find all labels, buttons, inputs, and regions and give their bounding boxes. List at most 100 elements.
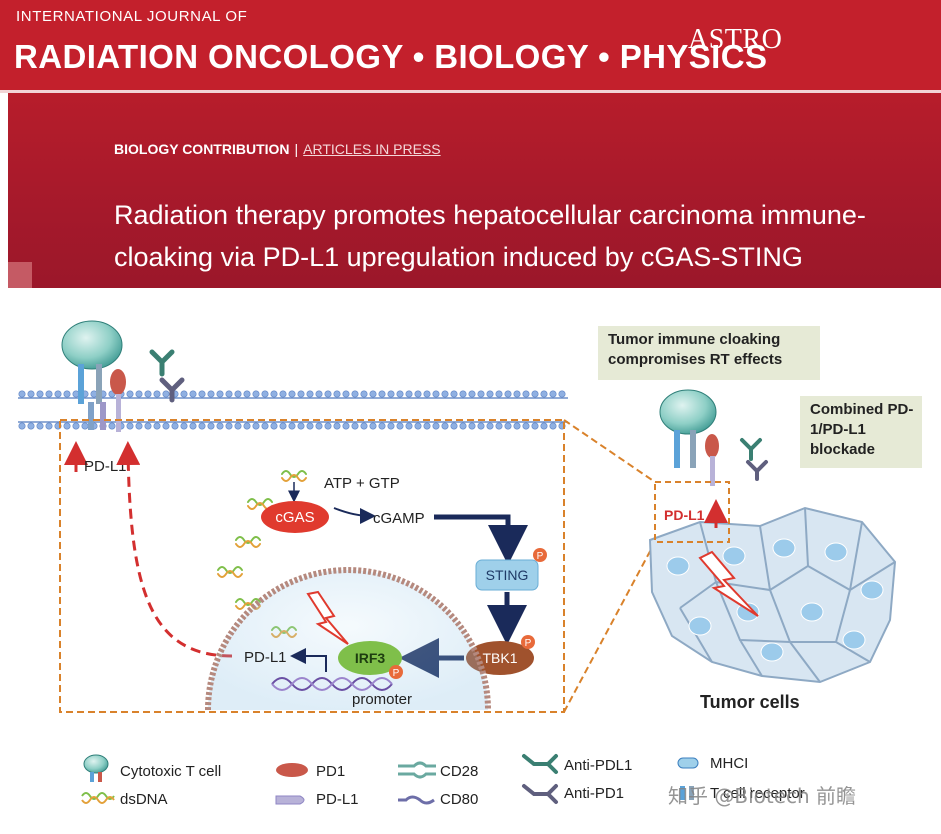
cd80-icon [398, 795, 435, 805]
lipid-head [495, 390, 503, 398]
articles-in-press-link[interactable]: ARTICLES IN PRESS [303, 141, 441, 157]
lipid-head [36, 422, 44, 430]
lipid-head [297, 422, 305, 430]
lipid-head [306, 390, 314, 398]
lipid-head [405, 422, 413, 430]
lipid-head [63, 390, 71, 398]
lipid-head [153, 390, 161, 398]
immune-cloaking-note: Tumor immune cloaking compromises RT eff… [598, 326, 820, 380]
lipid-head [18, 422, 26, 430]
lipid-head [486, 422, 494, 430]
lipid-head [477, 422, 485, 430]
lipid-head [45, 422, 53, 430]
lipid-head [198, 422, 206, 430]
lipid-head [531, 422, 539, 430]
lipid-head [216, 422, 224, 430]
dsdna-icon [81, 792, 115, 804]
legend-label-pd1: PD1 [316, 763, 345, 780]
sting-label: STING [486, 567, 529, 583]
t-cell-left [61, 320, 126, 432]
lipid-head [504, 422, 512, 430]
lipid-head [342, 422, 350, 430]
anti-pd1-icon [522, 784, 558, 804]
lipid-head [135, 390, 143, 398]
lipid-head [387, 390, 395, 398]
lipid-head [387, 422, 395, 430]
lipid-head [360, 390, 368, 398]
article-type-label: BIOLOGY CONTRIBUTION [114, 141, 290, 157]
legend: Cytotoxic T cell dsDNA PD1 PD-L1 CD28 CD… [81, 754, 805, 808]
lipid-head [432, 422, 440, 430]
journal-header: INTERNATIONAL JOURNAL OF RADIATION ONCOL… [0, 0, 941, 92]
cgas-node: cGAS [261, 501, 329, 533]
cgas-to-cgamp-arrow [333, 507, 376, 524]
lipid-head [450, 390, 458, 398]
cell-membrane [18, 390, 568, 430]
lipid-head [468, 390, 476, 398]
lipid-head [522, 390, 530, 398]
lipid-head [531, 390, 539, 398]
lipid-head [126, 422, 134, 430]
dsdna-fragments [217, 470, 307, 638]
zoom-connector-bottom [563, 541, 656, 713]
promoter-label: promoter [352, 691, 412, 708]
lipid-head [396, 390, 404, 398]
lipid-head [315, 390, 323, 398]
lipid-head [207, 422, 215, 430]
lipid-head [486, 390, 494, 398]
lipid-head [270, 390, 278, 398]
radiation-lightning-right [698, 550, 759, 617]
lipid-head [81, 422, 89, 430]
lipid-head [144, 422, 152, 430]
lipid-head [261, 422, 269, 430]
lipid-head [360, 422, 368, 430]
lipid-head [108, 422, 116, 430]
transcription-arrow [290, 648, 327, 672]
lipid-head [243, 390, 251, 398]
lipid-head [171, 422, 179, 430]
lipid-head [324, 422, 332, 430]
lipid-head [279, 422, 287, 430]
lipid-head [414, 422, 422, 430]
article-type-separator: | [294, 141, 299, 157]
cgamp-to-sting-arrow [434, 514, 528, 565]
lipid-head [513, 390, 521, 398]
lipid-head [423, 390, 431, 398]
lipid-head [333, 390, 341, 398]
lipid-head [153, 422, 161, 430]
lipid-head [189, 422, 197, 430]
cell-outline-dashed [59, 419, 565, 713]
lipid-head [405, 390, 413, 398]
lipid-head [144, 390, 152, 398]
lipid-head [207, 390, 215, 398]
tumor-cells-label: Tumor cells [700, 692, 800, 712]
lipid-head [198, 390, 206, 398]
tumor-cell-cluster [648, 506, 897, 684]
lipid-head [558, 390, 566, 398]
lipid-head [369, 422, 377, 430]
cgamp-label: cGAMP [373, 510, 425, 527]
lipid-head [459, 390, 467, 398]
lipid-head [522, 422, 530, 430]
irf3-phospho-badge: P [393, 668, 400, 679]
t-cell-icon [83, 754, 109, 782]
lipid-head [513, 422, 521, 430]
blockade-note: Combined PD-1/PD-L1 blockade [800, 396, 922, 468]
anti-pdl1-icon [522, 754, 558, 774]
cd28-icon [398, 761, 436, 779]
lipid-head [441, 390, 449, 398]
lipid-head [288, 390, 296, 398]
pdl1-label-left: PD-L1 [84, 458, 127, 475]
lipid-head [243, 422, 251, 430]
lipid-head [189, 390, 197, 398]
article-title: Radiation therapy promotes hepatocellula… [114, 200, 866, 314]
lipid-head [27, 390, 35, 398]
lipid-head [549, 422, 557, 430]
lipid-head [324, 390, 332, 398]
nucleus-envelope [205, 567, 491, 711]
legend-label-t-cell: Cytotoxic T cell [120, 763, 221, 780]
lipid-head [540, 390, 548, 398]
lipid-head [378, 422, 386, 430]
lipid-head [351, 390, 359, 398]
header-divider [0, 90, 941, 93]
